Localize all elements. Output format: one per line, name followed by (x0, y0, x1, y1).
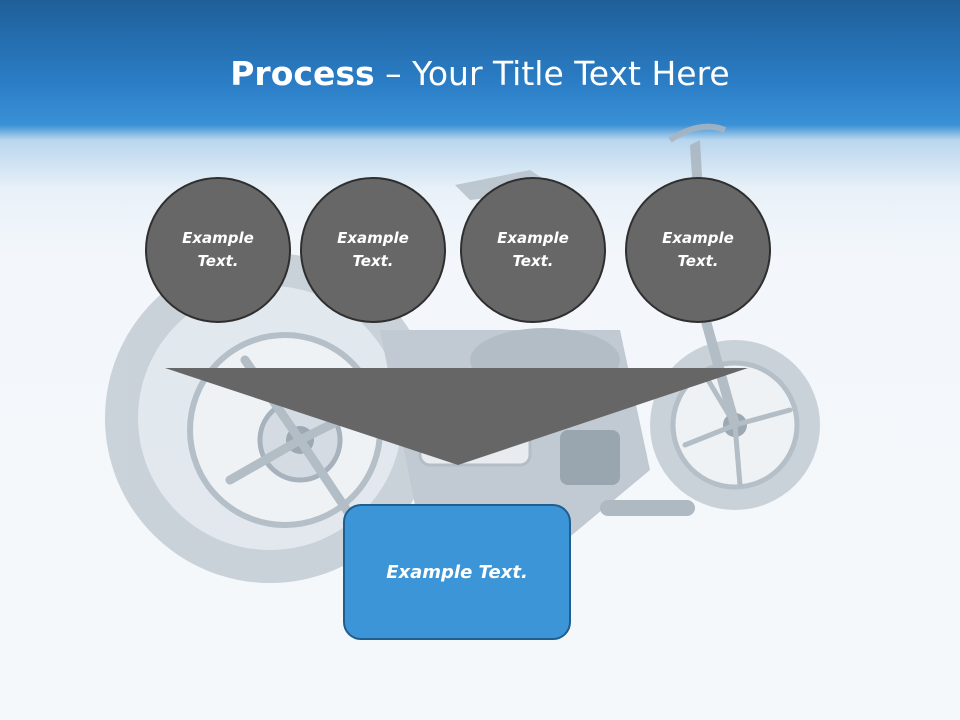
title-rest: – Your Title Text Here (374, 54, 730, 93)
funnel-triangle (165, 368, 748, 465)
result-text: Example Text. (386, 561, 528, 583)
title-bold: Process (230, 54, 375, 93)
slide-title: Process – Your Title Text Here (0, 52, 960, 96)
result-box: Example Text. (343, 504, 571, 640)
